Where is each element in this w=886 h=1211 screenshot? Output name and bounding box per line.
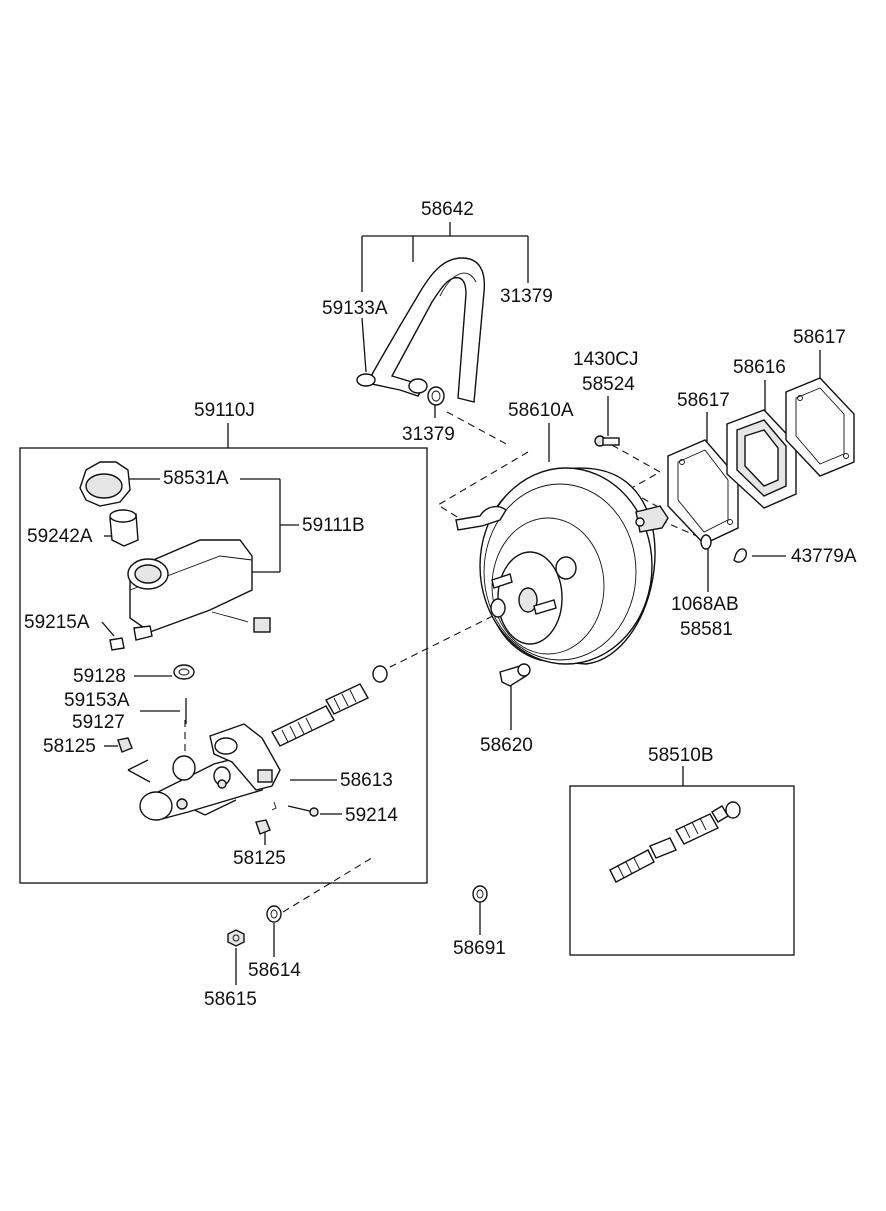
label-59215a: 59215A — [24, 612, 90, 633]
label-58616: 58616 — [733, 357, 786, 378]
seal-59128 — [173, 664, 195, 680]
reservoir-strainer — [109, 509, 139, 547]
label-31379-top: 31379 — [500, 286, 553, 307]
vacuum-hose — [356, 257, 486, 403]
seal-58691 — [472, 885, 488, 903]
grommet-59215a — [109, 637, 125, 651]
label-59153a: 59153A — [64, 690, 130, 711]
gasket-58617-right — [785, 377, 855, 477]
booster-repair-kit — [609, 801, 741, 883]
label-59111b: 59111B — [302, 515, 365, 536]
label-59214: 59214 — [345, 805, 398, 826]
label-58524: 58524 — [582, 374, 635, 395]
label-59110j: 59110J — [194, 400, 255, 421]
label-58510b: 58510B — [648, 745, 714, 766]
master-cylinder-body — [139, 723, 281, 821]
booster-bolt — [594, 435, 620, 447]
washer-58614 — [266, 905, 282, 923]
label-1068ab: 1068AB — [671, 594, 739, 615]
label-58620: 58620 — [480, 735, 533, 756]
label-31379-clamp: 31379 — [402, 424, 455, 445]
label-58642: 58642 — [421, 199, 474, 220]
hose-clamp — [427, 386, 445, 406]
booster-repair-kit-box — [569, 785, 795, 956]
plug-58125-left — [117, 737, 133, 753]
clip-43779a — [733, 548, 748, 563]
fitting-58620 — [499, 663, 531, 687]
leader-lines — [101, 222, 821, 985]
washer-1068ab — [700, 534, 712, 550]
master-cylinder-assembly-box — [19, 447, 428, 884]
label-58125-left: 58125 — [43, 736, 96, 757]
label-58125-bottom: 58125 — [233, 848, 286, 869]
label-43779a: 43779A — [791, 546, 857, 567]
nut-58615 — [227, 929, 245, 947]
label-1430cj: 1430CJ — [573, 349, 639, 370]
screw-59214 — [271, 801, 319, 817]
brake-fluid-reservoir — [127, 539, 271, 641]
label-58691: 58691 — [453, 938, 506, 959]
label-58615: 58615 — [204, 989, 257, 1010]
label-59133a: 59133A — [322, 298, 388, 319]
label-58613: 58613 — [340, 770, 393, 791]
label-58581: 58581 — [680, 619, 733, 640]
label-58617-right: 58617 — [793, 327, 846, 348]
reservoir-cap — [79, 461, 131, 507]
label-58531a: 58531A — [163, 468, 229, 489]
gasket-58617-left — [667, 439, 739, 545]
label-59128: 59128 — [73, 666, 126, 687]
label-58610a: 58610A — [508, 400, 574, 421]
plug-58125-bottom — [255, 819, 271, 835]
primary-piston-assembly — [271, 665, 388, 747]
gasket-58616 — [726, 409, 797, 509]
label-59242a: 59242A — [27, 526, 93, 547]
label-59127: 59127 — [72, 712, 125, 733]
label-58617-left: 58617 — [677, 390, 730, 411]
label-58614: 58614 — [248, 960, 301, 981]
brake-booster — [455, 467, 669, 665]
